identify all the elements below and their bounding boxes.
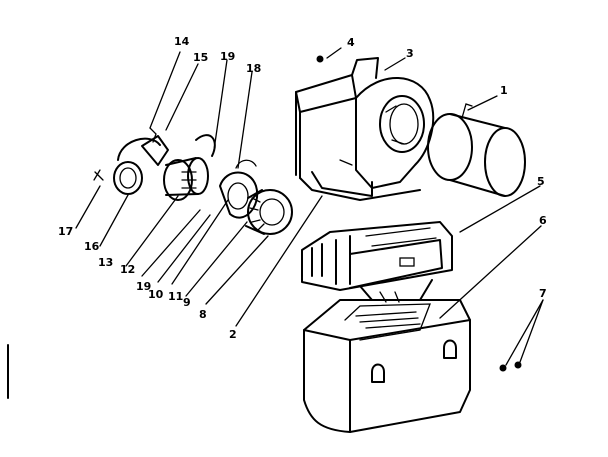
callout-5: 5 (537, 175, 545, 188)
callout-4: 4 (347, 36, 355, 49)
motor-assembly (93, 127, 293, 235)
callout-18: 18 (246, 62, 261, 75)
callout-8: 8 (199, 308, 207, 321)
callout-10: 10 (148, 288, 164, 301)
combustion-chamber-box (303, 299, 471, 433)
callout-17: 17 (58, 225, 73, 238)
callout-19b: 19 (136, 280, 151, 293)
callout-15: 15 (193, 51, 208, 64)
callout-19: 19 (220, 50, 235, 63)
mounting-bracket (316, 55, 379, 79)
leader-lines (75, 47, 544, 366)
screws (499, 361, 522, 372)
callout-16: 16 (84, 240, 100, 253)
callout-13: 13 (98, 256, 113, 269)
callout-11: 11 (168, 290, 183, 303)
callout-12: 12 (120, 263, 135, 276)
callout-9: 9 (183, 296, 191, 309)
callout-2: 2 (229, 328, 237, 341)
callout-labels: 1 2 3 4 5 6 7 8 9 10 11 12 13 14 15 16 1… (58, 35, 547, 341)
air-tube (427, 103, 526, 197)
callout-1: 1 (500, 84, 508, 97)
callout-7: 7 (539, 287, 547, 300)
callout-6: 6 (539, 214, 547, 227)
blower-housing (295, 74, 435, 201)
heat-exchanger (301, 221, 453, 303)
callout-14: 14 (174, 35, 190, 48)
callout-3: 3 (406, 47, 414, 60)
